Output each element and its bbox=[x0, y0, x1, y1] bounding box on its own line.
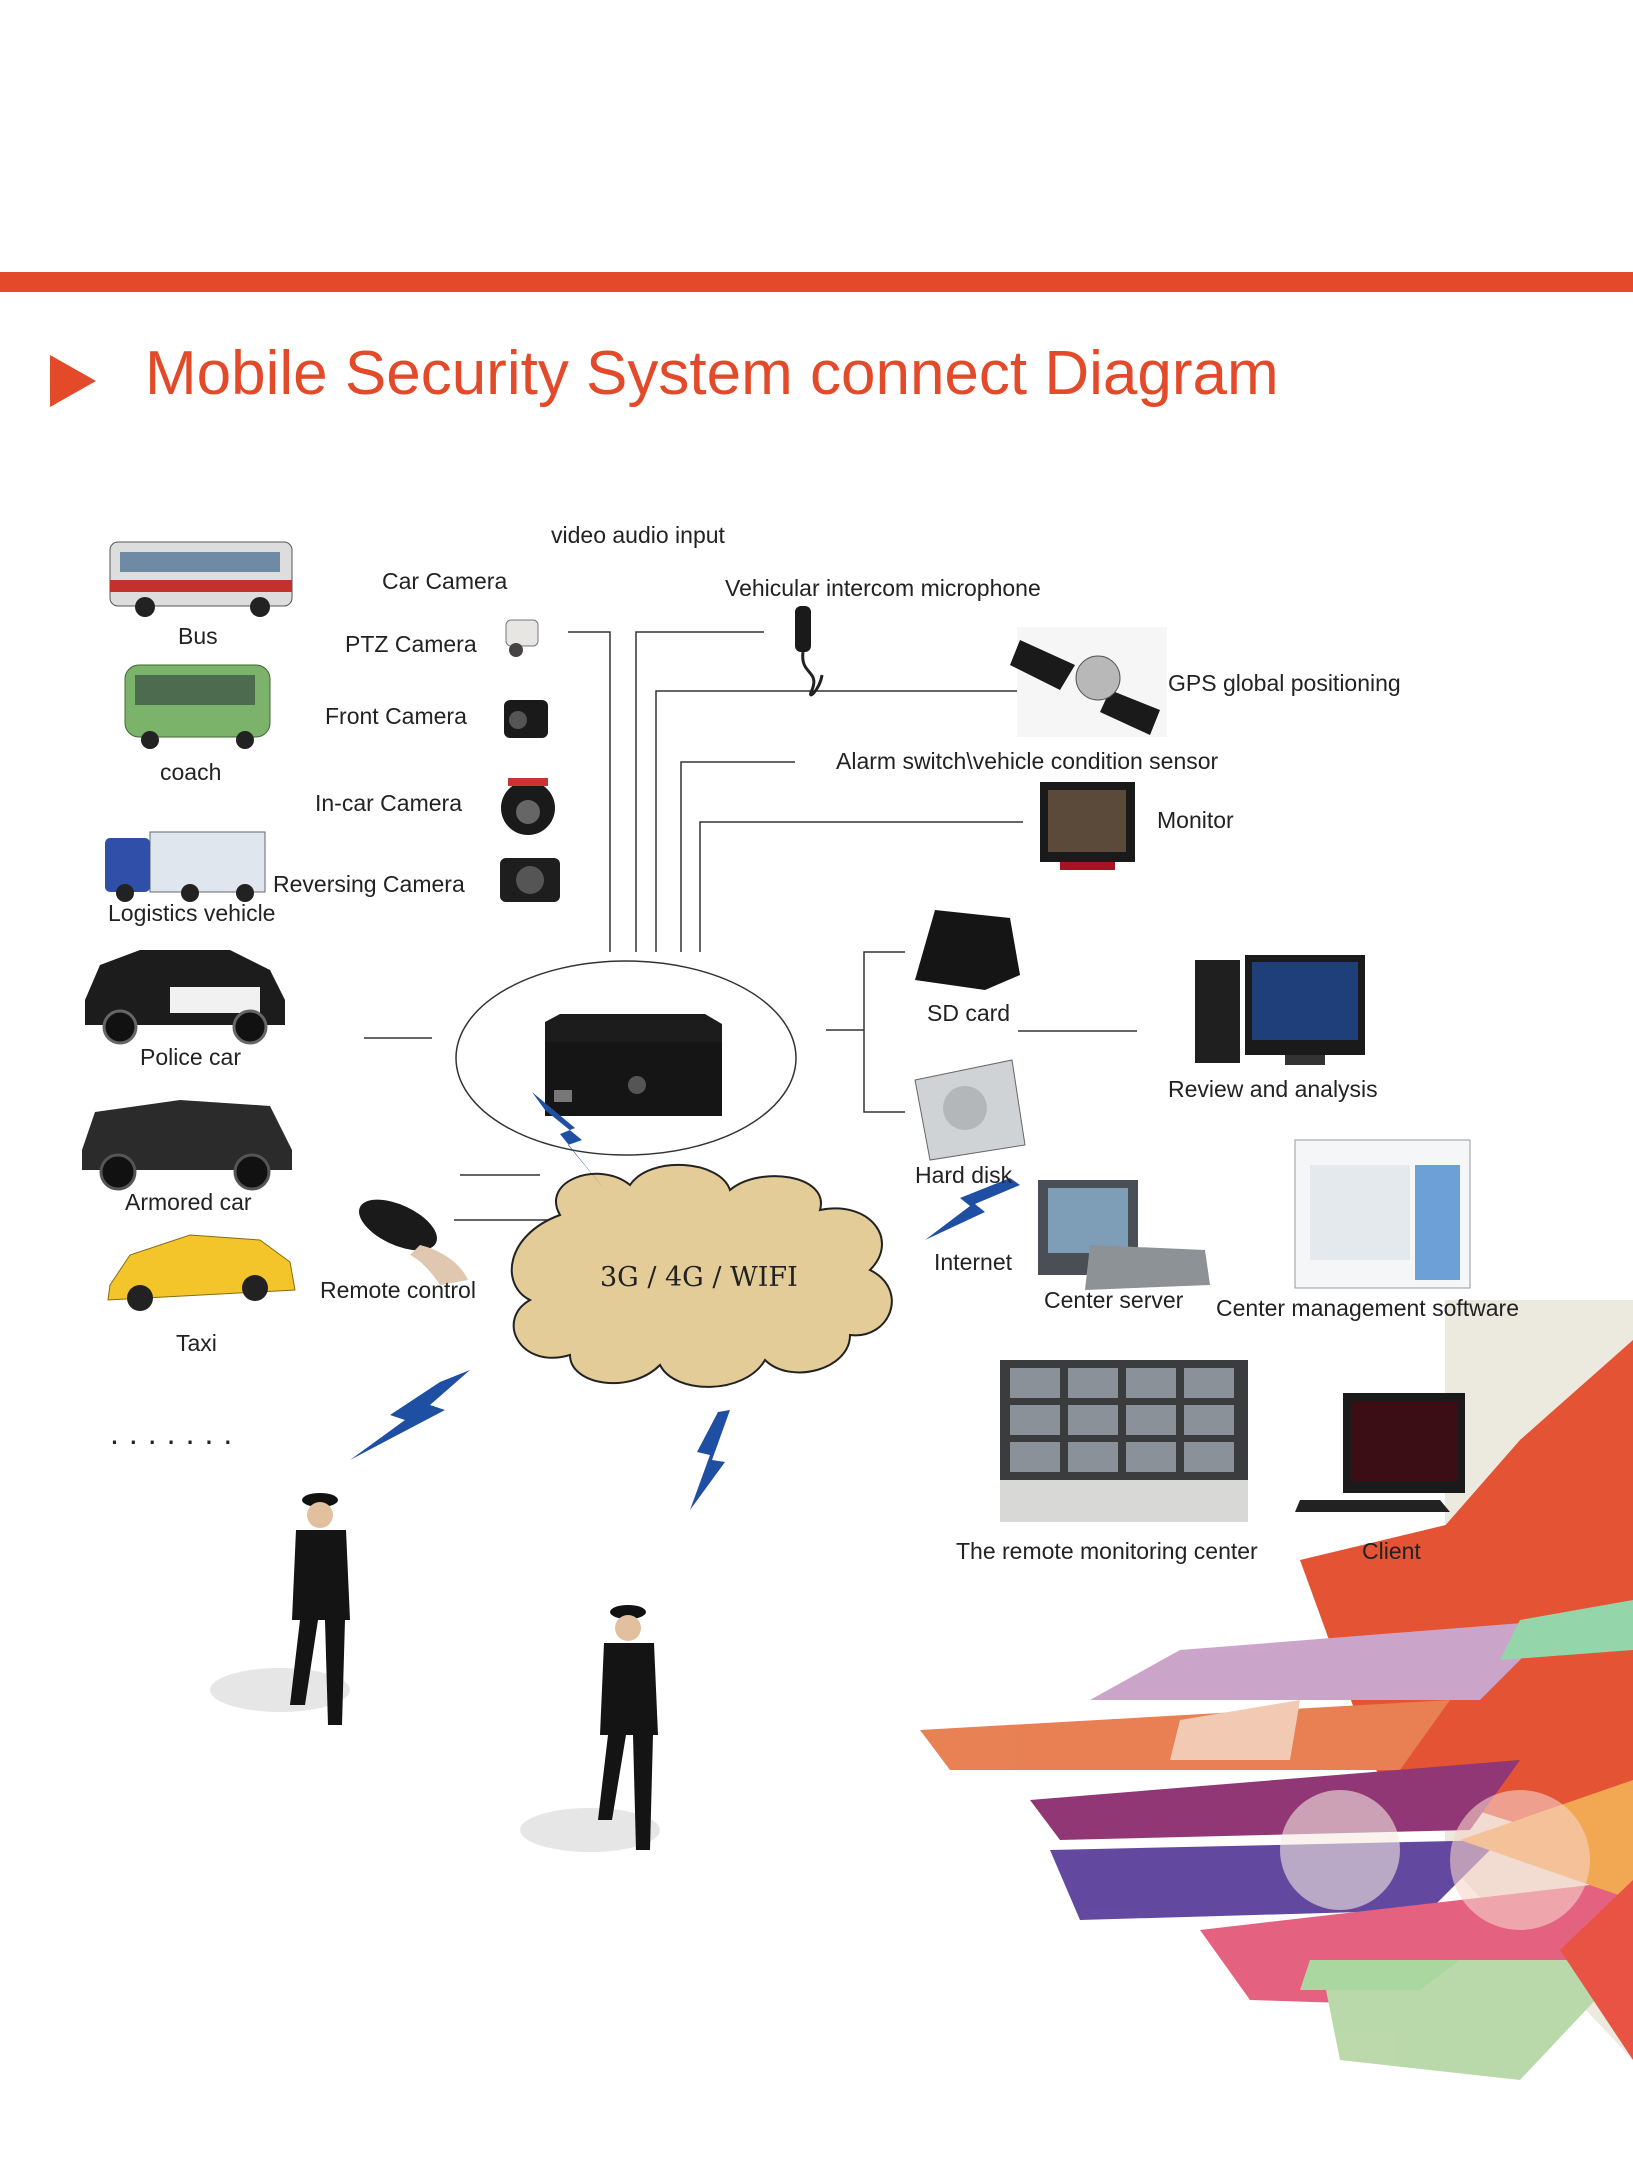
alarm-sensor-label: Alarm switch\vehicle condition sensor bbox=[836, 748, 1219, 774]
cloud-network-label: 3G / 4G / WIFI bbox=[600, 1262, 798, 1293]
page-title: Mobile Security System connect Diagram bbox=[145, 339, 1279, 408]
review-computer-icon bbox=[1195, 955, 1365, 1065]
police-officer-figure bbox=[210, 1493, 350, 1725]
client-computer-icon bbox=[1295, 1393, 1465, 1512]
police-car-icon bbox=[85, 950, 285, 1045]
vehicle-label-police-car: Police car bbox=[140, 1044, 241, 1070]
sd-card-icon bbox=[915, 910, 1020, 990]
reversing-camera-icon bbox=[500, 858, 560, 902]
police-officer-figure bbox=[520, 1605, 660, 1852]
top-accent-bar bbox=[0, 272, 1633, 292]
vehicle-label-bus: Bus bbox=[178, 623, 218, 649]
more-vehicles-ellipsis: ....... bbox=[110, 1415, 243, 1451]
intercom-microphone-icon bbox=[795, 606, 824, 697]
network-cloud-icon bbox=[510, 1164, 893, 1388]
vehicle-label-logistics: Logistics vehicle bbox=[108, 900, 276, 926]
gps-label: GPS global positioning bbox=[1168, 670, 1401, 696]
front-camera-icon bbox=[504, 700, 548, 738]
vehicle-label-armored-car: Armored car bbox=[125, 1189, 252, 1215]
bus-icon bbox=[109, 541, 293, 617]
ptz-camera-icon bbox=[505, 619, 539, 657]
camera-label-reversing: Reversing Camera bbox=[273, 871, 465, 897]
monitoring-center-photo bbox=[1000, 1360, 1248, 1522]
intercom-microphone-label: Vehicular intercom microphone bbox=[725, 575, 1041, 601]
camera-label-in-car: In-car Camera bbox=[315, 790, 462, 816]
gps-satellite-icon bbox=[1010, 627, 1167, 737]
management-software-screenshot bbox=[1294, 1139, 1471, 1289]
taxi-icon bbox=[107, 1234, 296, 1311]
sd-card-label: SD card bbox=[927, 1000, 1011, 1026]
client-label: Client bbox=[1362, 1538, 1421, 1564]
remote-control-label: Remote control bbox=[320, 1277, 476, 1303]
video-audio-input-label: video audio input bbox=[551, 522, 725, 548]
title-arrow-icon bbox=[50, 355, 96, 407]
monitor-icon bbox=[1040, 782, 1135, 870]
wireless-signal-icons bbox=[350, 1092, 1020, 1510]
center-server-icon bbox=[1038, 1180, 1210, 1290]
connector-lines bbox=[364, 631, 1137, 1221]
remote-monitoring-label: The remote monitoring center bbox=[956, 1538, 1258, 1564]
center-server-label: Center server bbox=[1044, 1287, 1184, 1313]
center-software-label: Center management software bbox=[1216, 1295, 1519, 1321]
camera-label-ptz: PTZ Camera bbox=[345, 631, 477, 657]
mobile-dvr-icon bbox=[545, 1014, 722, 1116]
armored-car-icon bbox=[82, 1100, 292, 1191]
camera-label-front: Front Camera bbox=[325, 703, 467, 729]
remote-control-icon bbox=[359, 1199, 468, 1285]
decorative-background-shapes bbox=[920, 1300, 1633, 2080]
hard-disk-label: Hard disk bbox=[915, 1162, 1013, 1188]
car-camera-header: Car Camera bbox=[382, 568, 508, 594]
in-car-camera-icon bbox=[501, 778, 555, 835]
coach-icon bbox=[124, 664, 271, 749]
monitor-label: Monitor bbox=[1157, 807, 1234, 833]
vehicle-label-taxi: Taxi bbox=[176, 1330, 217, 1356]
internet-label: Internet bbox=[934, 1249, 1012, 1275]
hard-disk-icon bbox=[914, 1059, 1026, 1161]
logistics-truck-icon bbox=[105, 831, 266, 902]
vehicle-label-coach: coach bbox=[160, 759, 222, 785]
review-analysis-label: Review and analysis bbox=[1168, 1076, 1378, 1102]
